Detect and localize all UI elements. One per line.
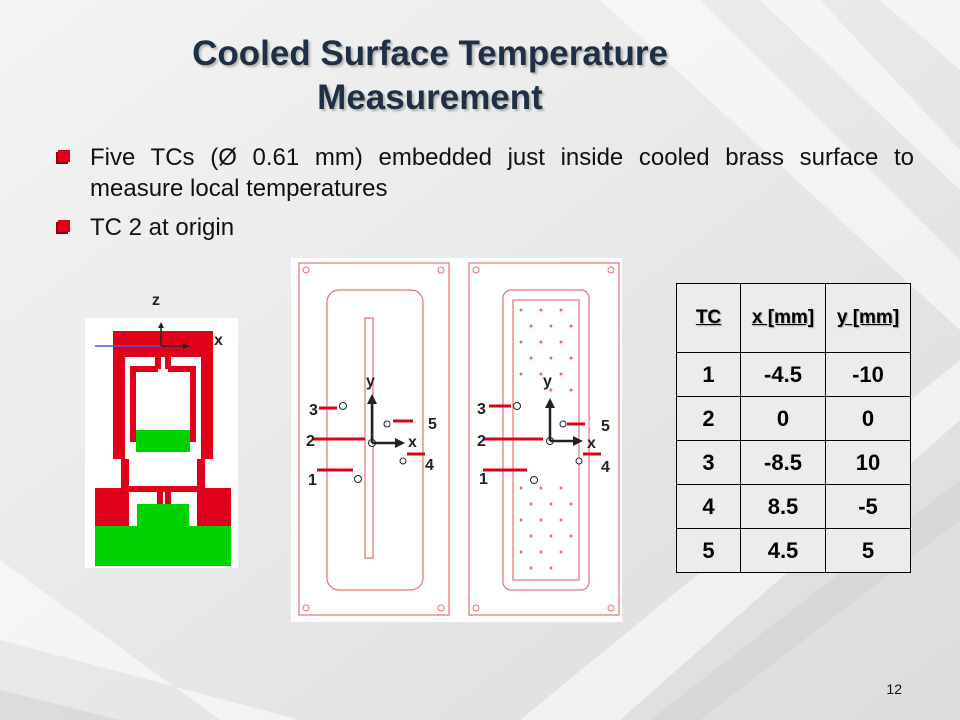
table-cell: -4.5: [740, 352, 826, 397]
tc-label-3: 3: [477, 401, 486, 418]
table-header: TC: [676, 283, 741, 353]
tc-coordinates-table: TC x [mm] y [mm] 1 -4.5 -10 2 0 0 3 -8.5…: [676, 283, 911, 573]
tc-label-4: 4: [601, 459, 610, 476]
tc-label-2: 2: [306, 433, 315, 450]
table-cell: 8.5: [740, 484, 826, 529]
right-plate-thermocouples: [483, 398, 601, 484]
axis-label-y: y: [543, 373, 552, 390]
bullet-list: Five TCs (Ø 0.61 mm) embedded just insid…: [52, 142, 914, 251]
table-header-row: TC x [mm] y [mm]: [676, 283, 911, 353]
bullet-item: Five TCs (Ø 0.61 mm) embedded just insid…: [52, 142, 914, 204]
table-cell: 10: [825, 440, 911, 485]
table-cell: 0: [825, 396, 911, 441]
table-cell: 5: [676, 528, 741, 573]
table-row: 3 -8.5 10: [676, 440, 911, 485]
bullet-text: TC 2 at origin: [90, 214, 235, 241]
table-cell: 2: [676, 396, 741, 441]
table-row: 5 4.5 5: [676, 528, 911, 573]
tc-label-4: 4: [425, 457, 434, 474]
table-cell: 0: [740, 396, 826, 441]
bullet-text: Five TCs (Ø 0.61 mm) embedded just insid…: [90, 144, 914, 202]
bullet-icon: [56, 220, 70, 234]
table-cell: 5: [825, 528, 911, 573]
table-cell: -5: [825, 484, 911, 529]
tc-label-5: 5: [428, 416, 437, 433]
bullet-item: TC 2 at origin: [52, 212, 914, 243]
table-cell: 3: [676, 440, 741, 485]
axis-label-z: z: [152, 292, 160, 309]
table-cell: -8.5: [740, 440, 826, 485]
axis-label-y: y: [366, 373, 375, 390]
side-section-figure: [85, 318, 238, 568]
tc-label-1: 1: [308, 472, 317, 489]
table-row: 1 -4.5 -10: [676, 352, 911, 397]
tc-label-3: 3: [309, 402, 318, 419]
axis-label-x: x: [214, 332, 223, 349]
table-cell: -10: [825, 352, 911, 397]
tc-label-5: 5: [601, 418, 610, 435]
bullet-icon: [56, 150, 70, 164]
plan-view-figure: 3 2 1 5 4 y x 3 2 1 5 4 y x: [291, 258, 622, 622]
table-header: x [mm]: [740, 283, 826, 353]
slide-title: Cooled Surface Temperature Measurement: [192, 34, 668, 117]
tc-label-2: 2: [477, 433, 486, 450]
table-row: 4 8.5 -5: [676, 484, 911, 529]
left-plate-thermocouples: [313, 394, 425, 483]
axis-label-x: x: [408, 434, 417, 451]
tc-label-1: 1: [479, 471, 488, 488]
page-number: 12: [886, 681, 902, 697]
table-cell: 1: [676, 352, 741, 397]
table-header: y [mm]: [825, 283, 911, 353]
axis-label-x: x: [587, 435, 596, 452]
table-cell: 4.5: [740, 528, 826, 573]
table-cell: 4: [676, 484, 741, 529]
table-row: 2 0 0: [676, 396, 911, 441]
